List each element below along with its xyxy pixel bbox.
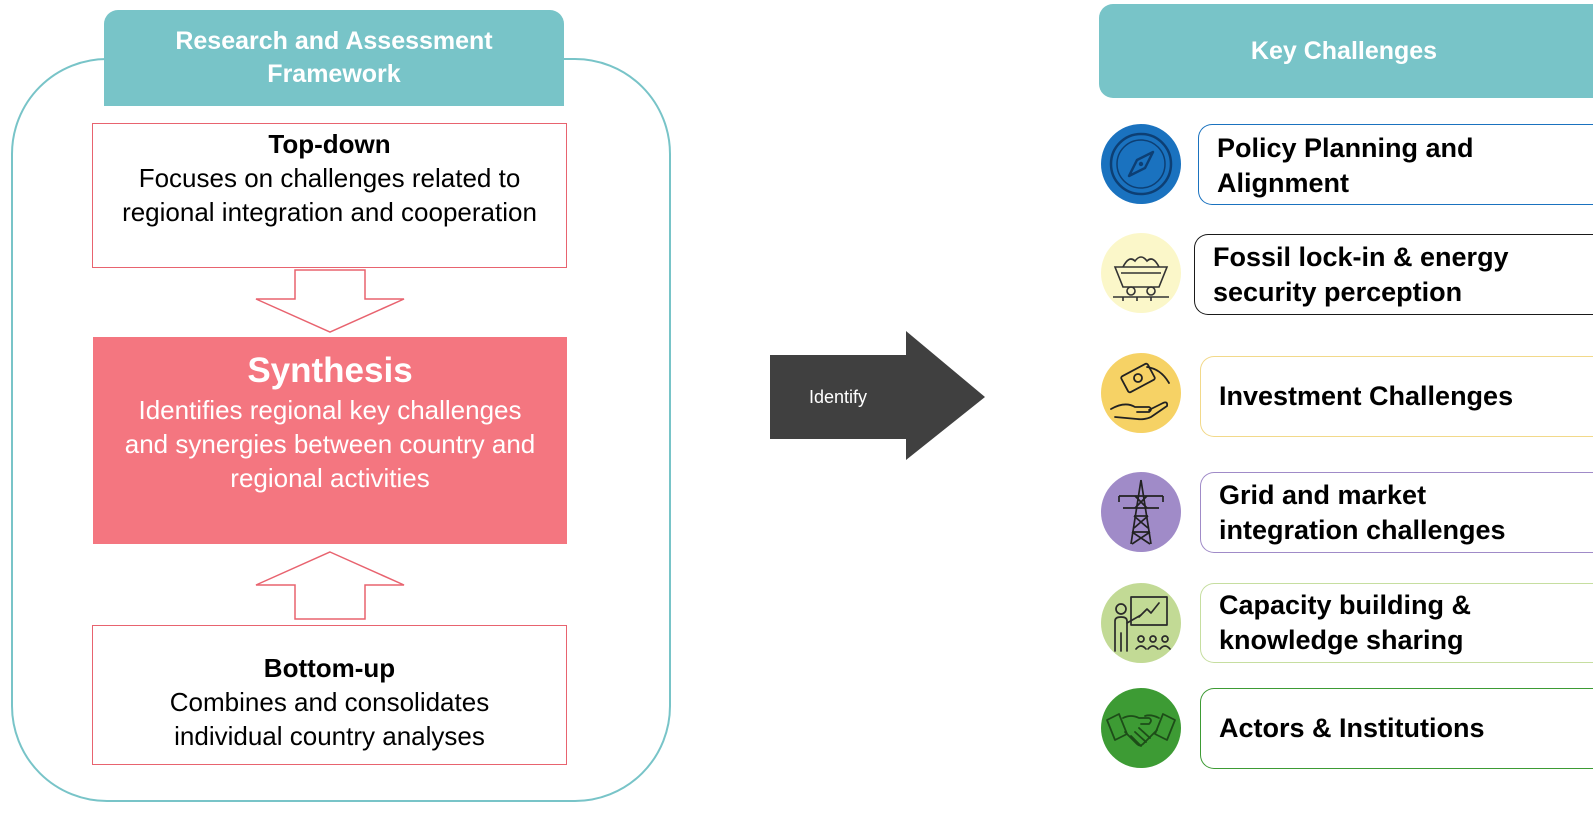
framework-title-tab: Research and Assessment Framework	[104, 10, 564, 106]
challenge-label: Actors & Institutions	[1219, 713, 1485, 743]
money-hand-icon	[1101, 353, 1181, 433]
bottom-up-box: Bottom-up Combines and consolidates indi…	[92, 625, 567, 765]
handshake-icon	[1101, 688, 1181, 768]
bottom-up-title: Bottom-up	[263, 653, 396, 683]
top-down-title: Top-down	[268, 129, 391, 159]
synthesis-title: Synthesis	[247, 351, 413, 390]
challenge-investment: Investment Challenges	[1200, 356, 1593, 437]
identify-arrow-icon	[770, 331, 985, 460]
identify-label: Identify	[808, 387, 868, 407]
compass-icon	[1101, 124, 1181, 204]
bottom-up-description: Combines and consolidates individual cou…	[169, 687, 490, 751]
synthesis-description: Identifies regional key challenges and s…	[124, 395, 536, 493]
top-down-box: Top-down Focuses on challenges related t…	[92, 123, 567, 268]
challenge-label: Policy Planning and Alignment	[1217, 132, 1474, 198]
framework-title: Research and Assessment Framework	[175, 27, 493, 88]
challenge-policy-planning: Policy Planning and Alignment	[1198, 124, 1593, 205]
presentation-icon	[1101, 583, 1181, 663]
up-arrow-icon	[255, 551, 405, 620]
coal-cart-icon	[1101, 233, 1181, 313]
top-down-description: Focuses on challenges related to regiona…	[122, 163, 537, 227]
challenge-fossil-lock-in: Fossil lock-in & energy security percept…	[1194, 234, 1593, 315]
key-challenges-header: Key Challenges	[1099, 4, 1593, 98]
challenge-label: Grid and market integration challenges	[1219, 479, 1506, 545]
key-challenges-title: Key Challenges	[1250, 36, 1438, 65]
challenge-grid-market: Grid and market integration challenges	[1200, 472, 1593, 553]
challenge-label: Capacity building & knowledge sharing	[1219, 590, 1472, 655]
challenge-label: Fossil lock-in & energy security percept…	[1213, 241, 1509, 307]
power-tower-icon	[1101, 472, 1181, 552]
challenge-capacity-building: Capacity building & knowledge sharing	[1200, 583, 1593, 663]
synthesis-box: Synthesis Identifies regional key challe…	[93, 337, 567, 544]
down-arrow-icon	[255, 269, 405, 333]
challenge-actors-institutions: Actors & Institutions	[1200, 688, 1593, 769]
challenge-label: Investment Challenges	[1219, 381, 1514, 411]
